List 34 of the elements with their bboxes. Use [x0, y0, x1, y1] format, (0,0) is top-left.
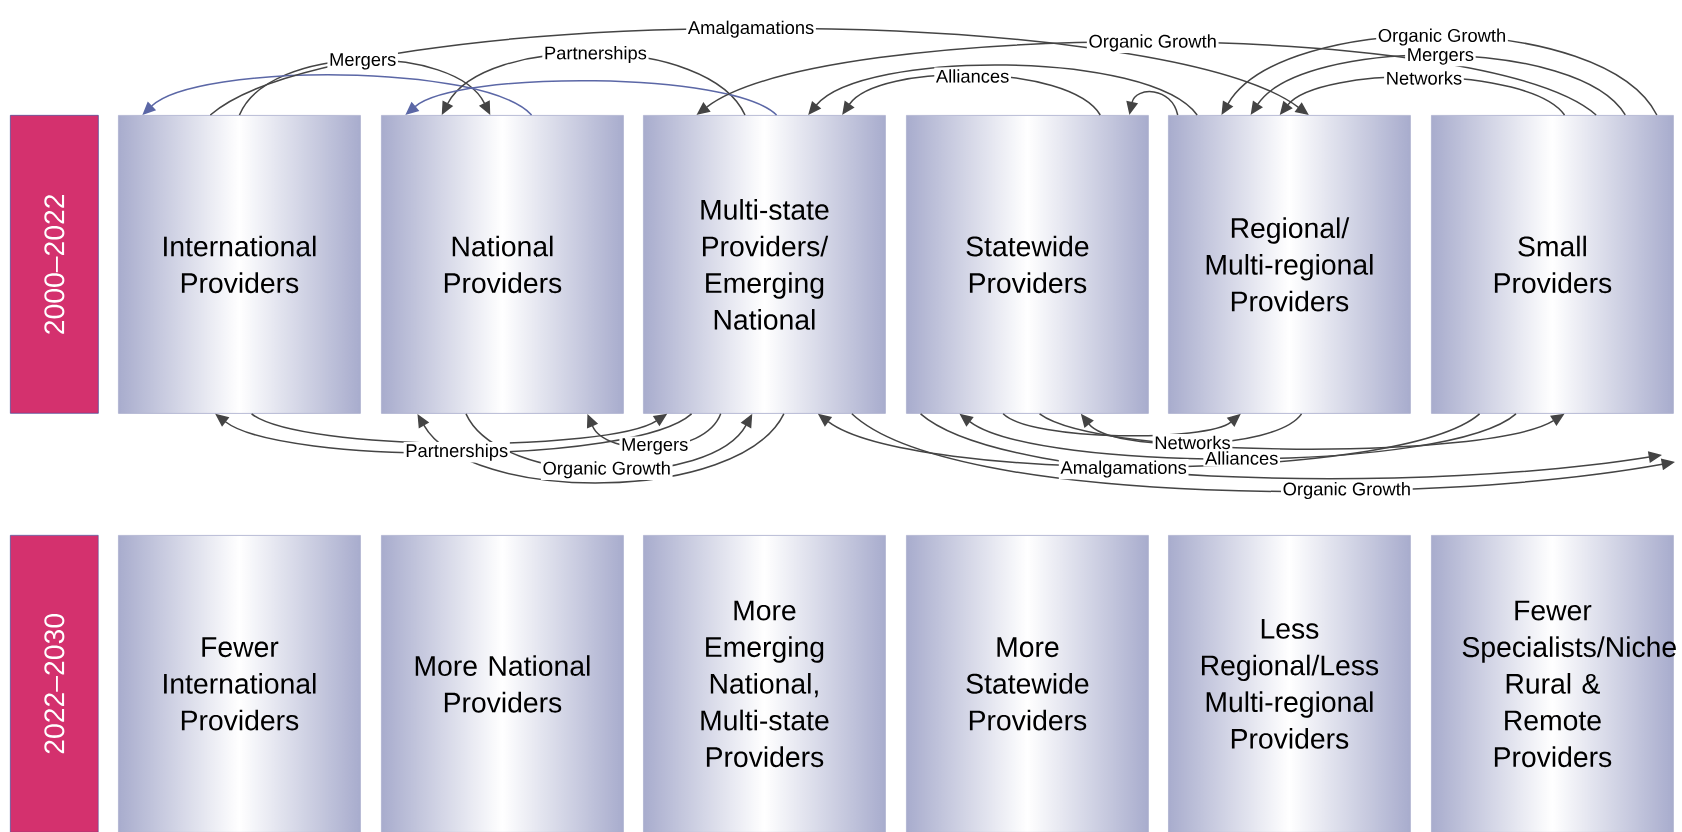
- edge-label: Alliances: [934, 67, 1011, 85]
- edge-label: Organic Growth: [540, 459, 673, 480]
- edge-label: Partnerships: [403, 442, 510, 463]
- period-band: 2000–2022: [10, 115, 99, 414]
- period-band: 2022–2030: [10, 535, 99, 832]
- edge-label: Amalgamations: [686, 19, 816, 40]
- provider-box: Regional/ Multi-regional Providers: [1168, 115, 1411, 414]
- arrow: [1002, 413, 1241, 437]
- arrow: [808, 64, 1198, 116]
- provider-box: National Providers: [381, 115, 624, 414]
- provider-box: Fewer International Providers: [118, 535, 361, 832]
- edge-label: Mergers: [1405, 46, 1476, 67]
- edge-label: Organic Growth: [1281, 480, 1413, 501]
- edge-label: Organic Growth: [1086, 32, 1219, 54]
- provider-box: More Statewide Providers: [906, 535, 1149, 832]
- provider-box: Small Providers: [1431, 115, 1674, 414]
- edge-label: Organic Growth: [1376, 26, 1508, 48]
- provider-box: International Providers: [118, 115, 361, 414]
- edge-label: Networks: [1384, 69, 1464, 87]
- provider-box: Fewer Specialists/Niche Rural & Remote Providers: [1431, 535, 1676, 832]
- edge-label: Alliances: [1203, 449, 1281, 467]
- provider-box: Multi-state Providers/ Emerging National: [643, 115, 886, 414]
- arrow: [142, 74, 533, 116]
- provider-box: Statewide Providers: [906, 115, 1149, 414]
- arrow: [1126, 90, 1179, 116]
- edge-label: Amalgamations: [1058, 458, 1189, 480]
- edge-label: Mergers: [327, 51, 398, 72]
- edge-label: Partnerships: [542, 44, 649, 65]
- provider-box: Less Regional/Less Multi-regional Providers: [1168, 535, 1411, 832]
- edge-label: Networks: [1152, 434, 1233, 451]
- arrow: [405, 80, 778, 116]
- provider-box: More Emerging National, Multi-state Providers: [643, 535, 886, 832]
- provider-box: More National Providers: [381, 535, 624, 832]
- edge-label: Mergers: [619, 436, 690, 457]
